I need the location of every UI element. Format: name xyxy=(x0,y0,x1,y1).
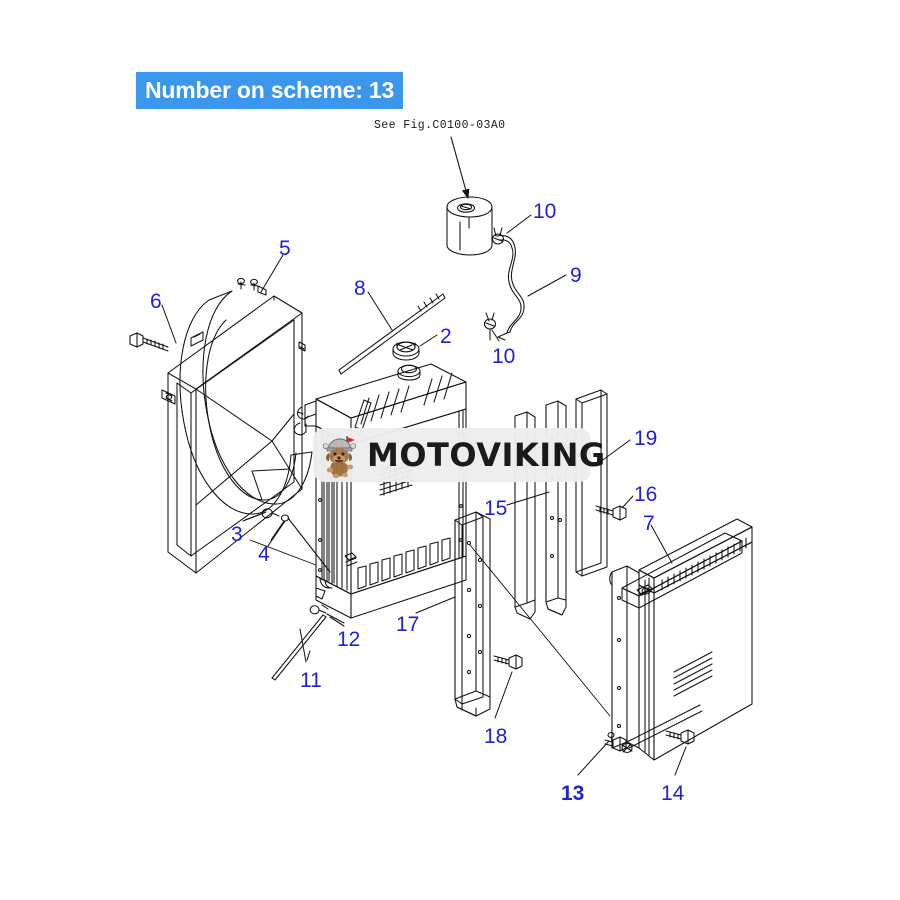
scheme-number-banner: Number on scheme: 13 xyxy=(136,72,404,109)
bolt-bracket-16 xyxy=(595,505,627,521)
callout-overflow-hose: 9 xyxy=(570,264,582,287)
callout-hose-clamp-lower: 10 xyxy=(492,345,516,368)
oil-cooler-assembly xyxy=(609,518,753,761)
callout-rod-stay: 8 xyxy=(354,277,366,300)
rod xyxy=(271,614,327,681)
callout-rod: 11 xyxy=(300,669,322,692)
bolt-fan-shroud xyxy=(129,332,169,352)
callout-bolt-fan-shroud: 6 xyxy=(150,290,162,313)
figure-reference-text: See Fig.C0100-03A0 xyxy=(374,119,506,132)
channel-bracket-17 xyxy=(454,511,491,717)
radiator-cap xyxy=(392,341,420,361)
overflow-hose xyxy=(496,234,525,341)
callout-bolt-channel-bracket: 18 xyxy=(484,725,508,748)
bolt-oil-cooler-14 xyxy=(665,729,695,745)
callout-bolt-oil-cooler: 14 xyxy=(661,782,685,805)
fan-shroud xyxy=(161,277,313,574)
hose-clamp-lower xyxy=(483,312,497,341)
reservoir-tank xyxy=(446,196,493,256)
callout-bolt-bracket: 16 xyxy=(634,483,658,506)
callout-drain-cock: 3 xyxy=(231,523,243,546)
callout-clip-pin: 12 xyxy=(337,628,361,651)
radiator-assembly xyxy=(293,363,467,619)
clip-pin xyxy=(309,604,345,627)
callout-washer: 4 xyxy=(258,543,270,566)
callout-channel-bracket: 17 xyxy=(396,613,420,636)
callout-side-seal-plate: 19 xyxy=(634,427,658,450)
rod-stay xyxy=(338,293,446,375)
viking-dog-mascot-icon xyxy=(317,431,365,479)
side-seal-plate-19 xyxy=(575,389,608,577)
callout-upper-seal-bar: 7 xyxy=(643,512,655,535)
callout-fan-shroud: 5 xyxy=(279,237,291,260)
callout-hose-clamp-upper: 10 xyxy=(533,200,557,223)
watermark: MOTOVIKING xyxy=(313,428,605,482)
support-bracket-15b xyxy=(514,411,536,620)
washer xyxy=(267,514,331,573)
callout-support-bracket: 15 xyxy=(484,497,508,520)
callout-oil-cooler: 13 xyxy=(561,782,585,805)
bolt-channel-bracket-18 xyxy=(493,654,523,670)
watermark-text: MOTOVIKING xyxy=(367,436,606,474)
callout-radiator-cap: 2 xyxy=(440,325,452,348)
hose-clamp-upper xyxy=(491,227,505,245)
